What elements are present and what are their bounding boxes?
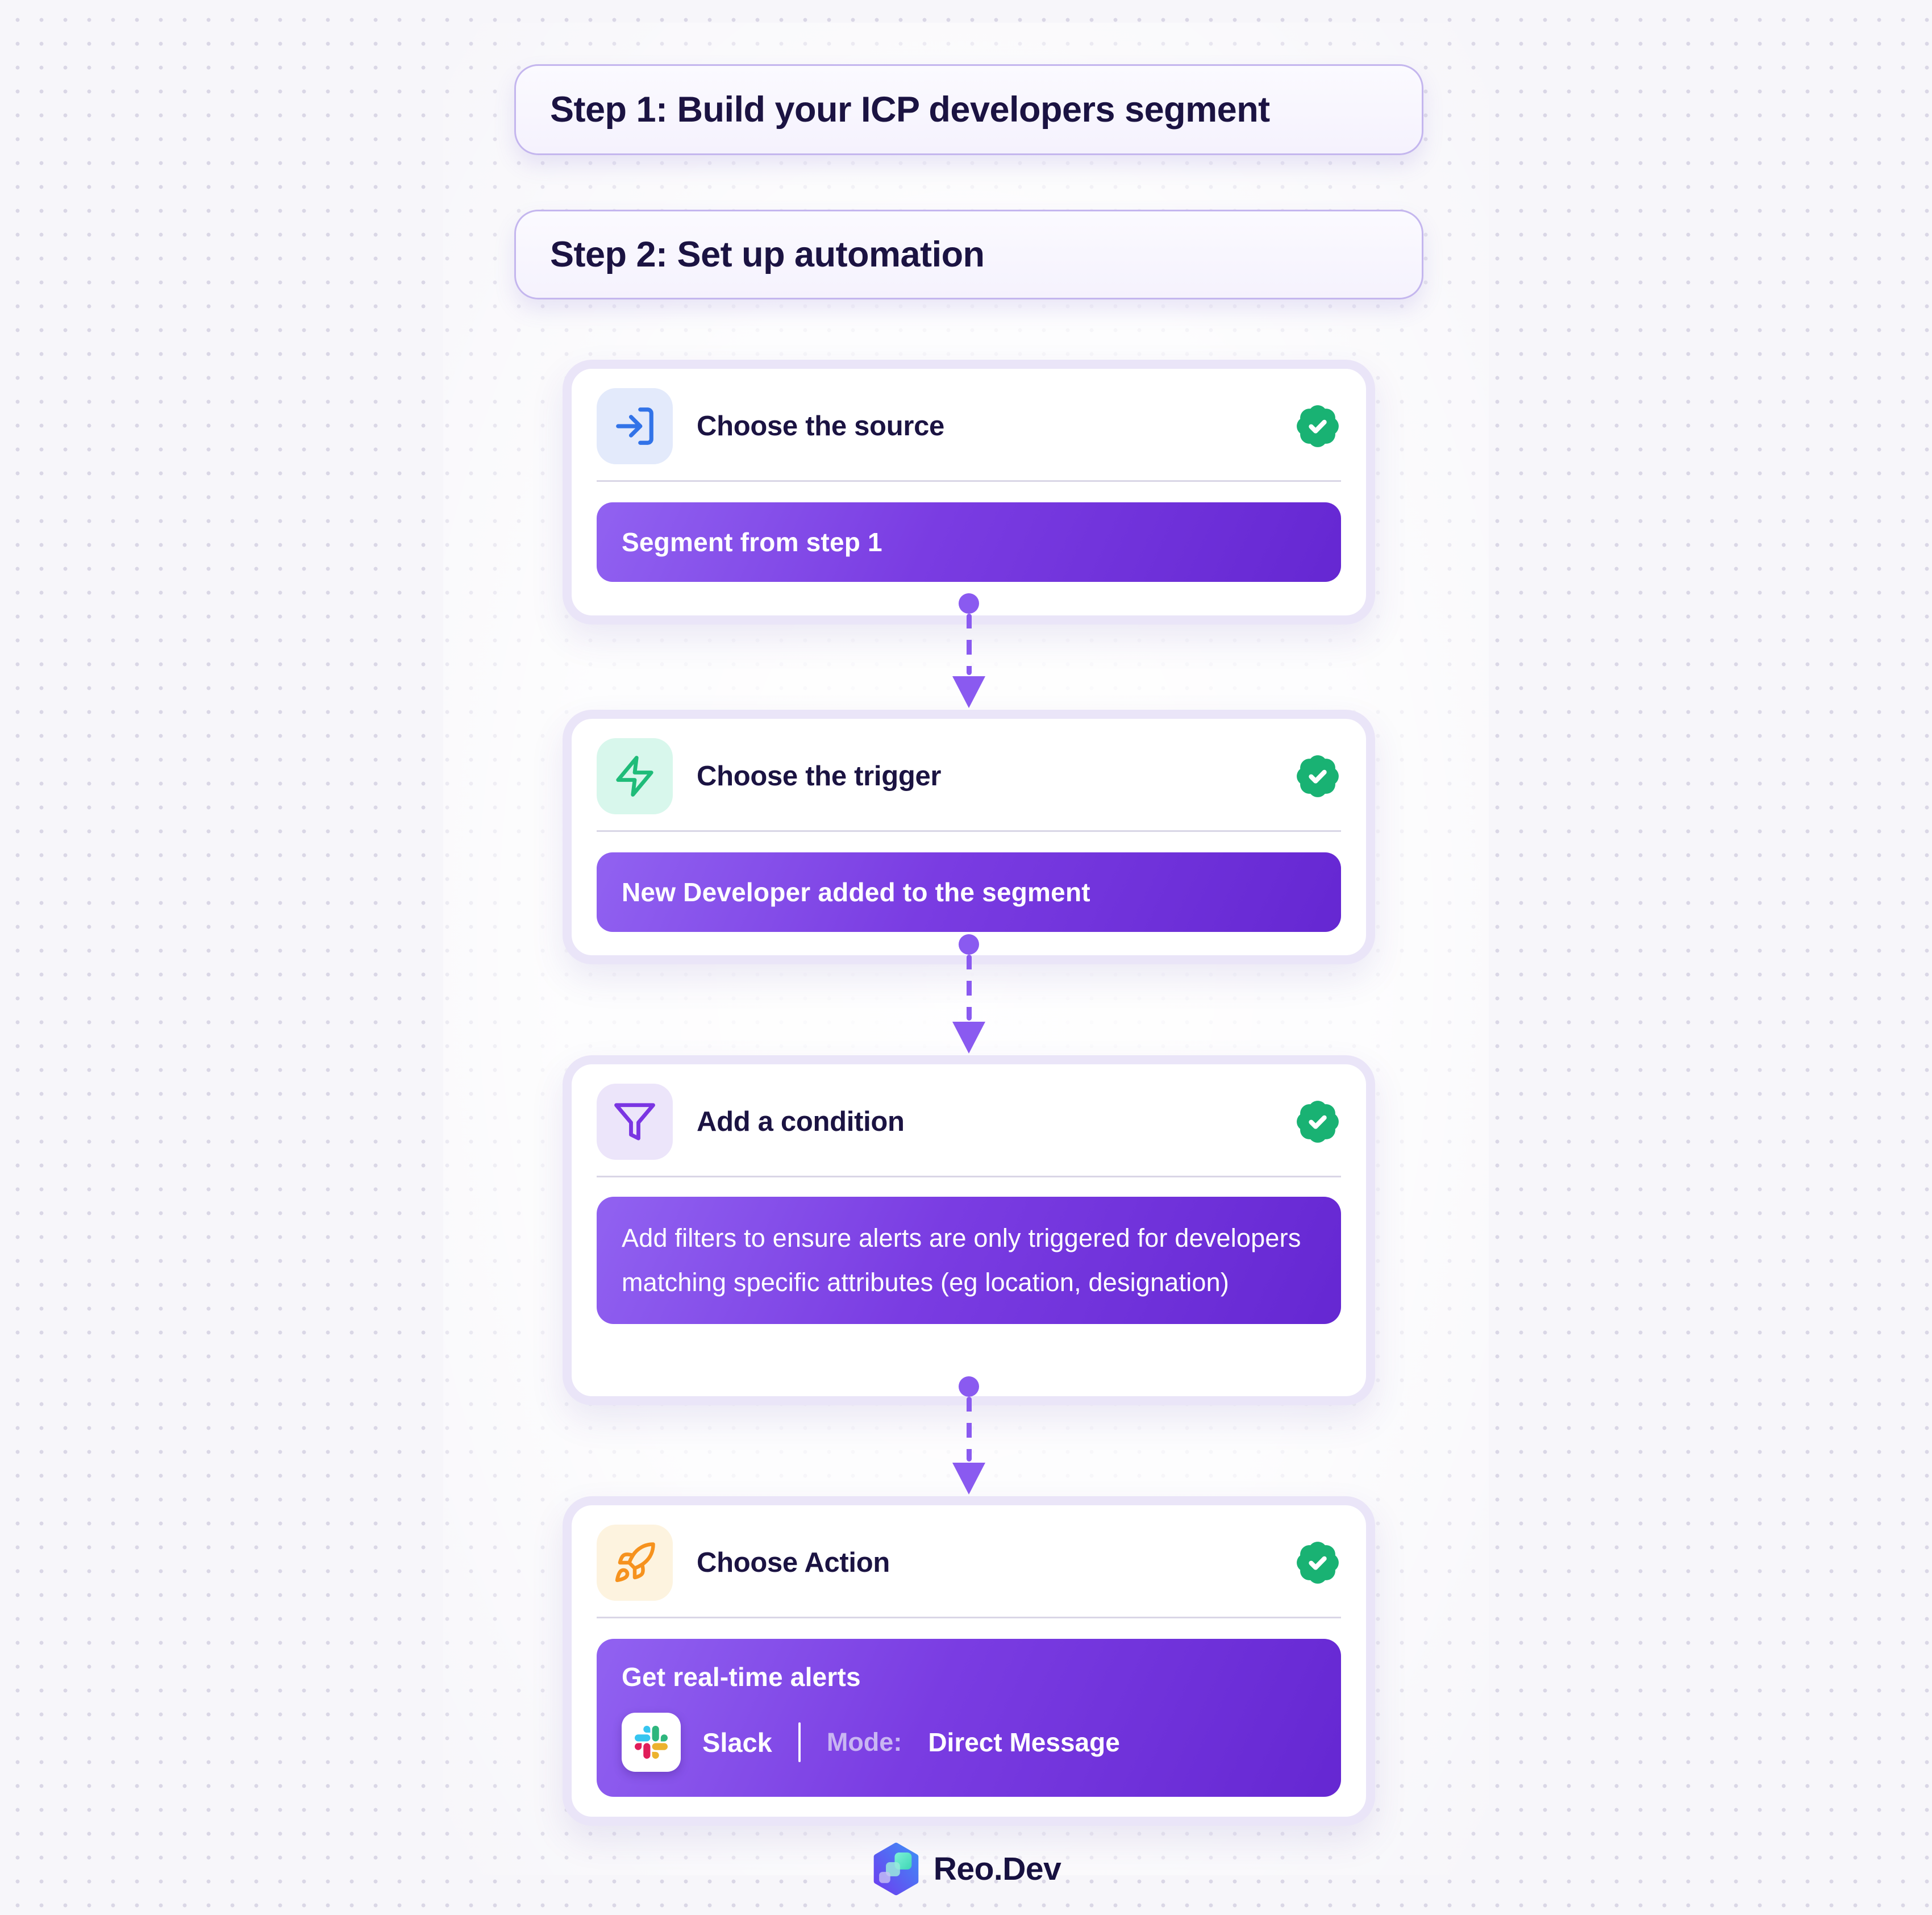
- vertical-divider: [798, 1722, 801, 1762]
- trigger-value-bar: New Developer added to the segment: [597, 852, 1341, 932]
- step-1-label: Step 1: Build your ICP developers segmen…: [550, 90, 1270, 130]
- card-divider: [597, 830, 1341, 832]
- connector-dot: [959, 934, 979, 955]
- verified-check-badge: [1294, 1539, 1341, 1586]
- footer-brand: Reo.Dev: [0, 1842, 1932, 1896]
- card-divider: [597, 1617, 1341, 1618]
- arrow-down-icon: [952, 1022, 985, 1054]
- brand-name: Reo.Dev: [933, 1851, 1061, 1887]
- mode-value: Direct Message: [928, 1727, 1120, 1757]
- integration-name: Slack: [702, 1727, 772, 1758]
- flow-connector: [952, 1376, 985, 1494]
- card-add-condition: Add a condition Add filters to ensure al…: [563, 1055, 1375, 1405]
- card-title: Add a condition: [697, 1106, 905, 1137]
- slack-logo-icon: [622, 1713, 681, 1772]
- login-icon: [597, 388, 673, 464]
- flow-connector: [952, 934, 985, 1054]
- flow-connector: [952, 593, 985, 708]
- rocket-icon: [597, 1525, 673, 1601]
- card-divider: [597, 1176, 1341, 1177]
- card-choose-trigger: Choose the trigger New Developer added t…: [563, 710, 1375, 964]
- card-header: Choose the source: [597, 388, 1341, 464]
- verified-check-badge: [1294, 753, 1341, 800]
- connector-dot: [959, 1376, 979, 1397]
- card-divider: [597, 480, 1341, 482]
- arrow-down-icon: [952, 676, 985, 708]
- card-header: Choose Action: [597, 1525, 1341, 1601]
- card-title: Choose Action: [697, 1547, 890, 1578]
- mode-label: Mode:: [826, 1727, 902, 1756]
- card-header: Choose the trigger: [597, 738, 1341, 814]
- card-header: Add a condition: [597, 1084, 1341, 1160]
- card-choose-action: Choose Action Get real-time alerts: [563, 1496, 1375, 1826]
- lightning-icon: [597, 738, 673, 814]
- action-detail-box: Get real-time alerts Slack: [597, 1639, 1341, 1797]
- source-value-label: Segment from step 1: [622, 527, 882, 557]
- connector-dashed-line: [966, 955, 972, 1021]
- card-title: Choose the source: [697, 411, 944, 442]
- trigger-value-label: New Developer added to the segment: [622, 877, 1090, 907]
- arrow-down-icon: [952, 1463, 985, 1494]
- step-1-pill: Step 1: Build your ICP developers segmen…: [514, 64, 1423, 155]
- source-value-bar: Segment from step 1: [597, 502, 1341, 582]
- step-2-label: Step 2: Set up automation: [550, 235, 985, 274]
- condition-description-box: Add filters to ensure alerts are only tr…: [597, 1197, 1341, 1324]
- reodev-logo: [873, 1842, 919, 1896]
- card-title: Choose the trigger: [697, 761, 942, 792]
- integration-row: Slack Mode: Direct Message: [622, 1713, 1316, 1772]
- filter-icon: [597, 1084, 673, 1160]
- step-2-pill: Step 2: Set up automation: [514, 210, 1423, 299]
- connector-dashed-line: [966, 614, 972, 675]
- action-heading: Get real-time alerts: [622, 1662, 861, 1692]
- verified-check-badge: [1294, 403, 1341, 449]
- condition-description: Add filters to ensure alerts are only tr…: [622, 1223, 1301, 1297]
- verified-check-badge: [1294, 1098, 1341, 1145]
- connector-dot: [959, 593, 979, 614]
- connector-dashed-line: [966, 1397, 972, 1462]
- card-choose-source: Choose the source Segment from step 1: [563, 360, 1375, 625]
